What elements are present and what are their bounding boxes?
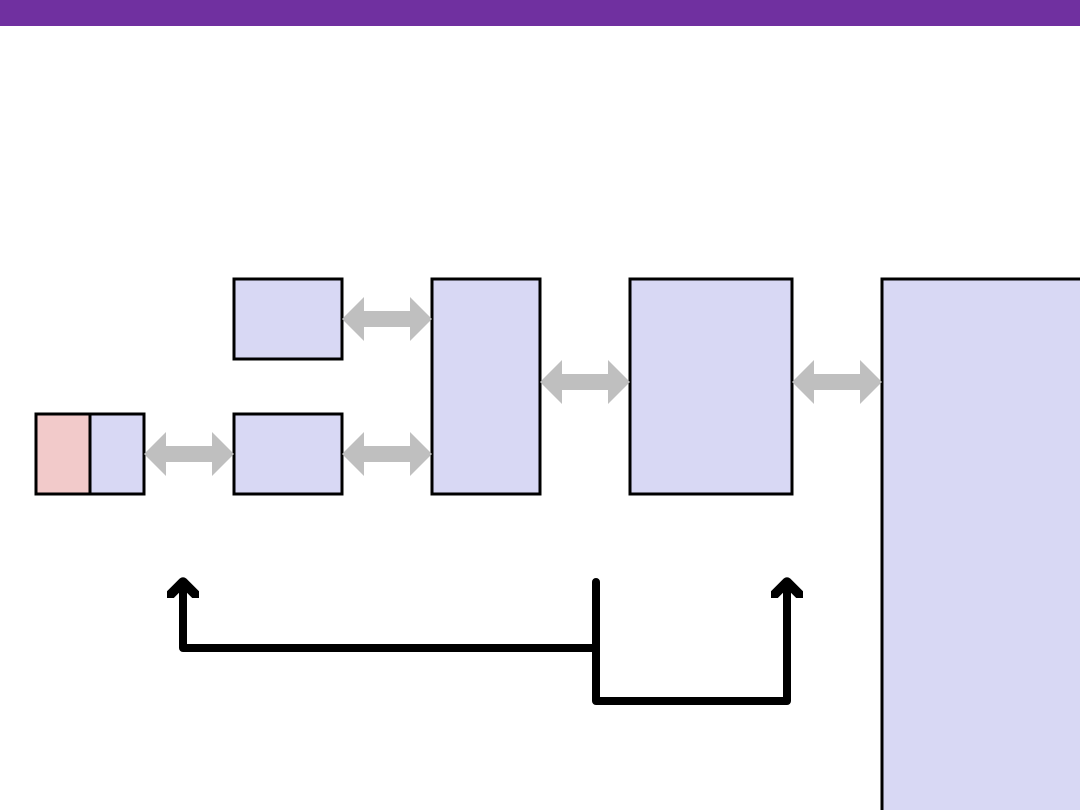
feedback-path-left (183, 582, 600, 652)
block-lower-mid (232, 412, 344, 496)
block-large-right (880, 277, 1080, 810)
block-upper-mid (232, 277, 344, 361)
feedback-path-right (592, 582, 787, 705)
link-small-to-lower-mid (144, 432, 234, 476)
block-small-left (88, 412, 146, 496)
link-tall-to-large (540, 360, 630, 404)
link-lower-mid-to-tall (342, 432, 432, 476)
block-small-accent-left (34, 412, 92, 496)
link-large-to-right (792, 360, 882, 404)
block-tall-center (430, 277, 542, 496)
block-large-center (628, 277, 794, 496)
title-bar (0, 0, 1080, 26)
link-upper-mid-to-tall (342, 297, 432, 341)
